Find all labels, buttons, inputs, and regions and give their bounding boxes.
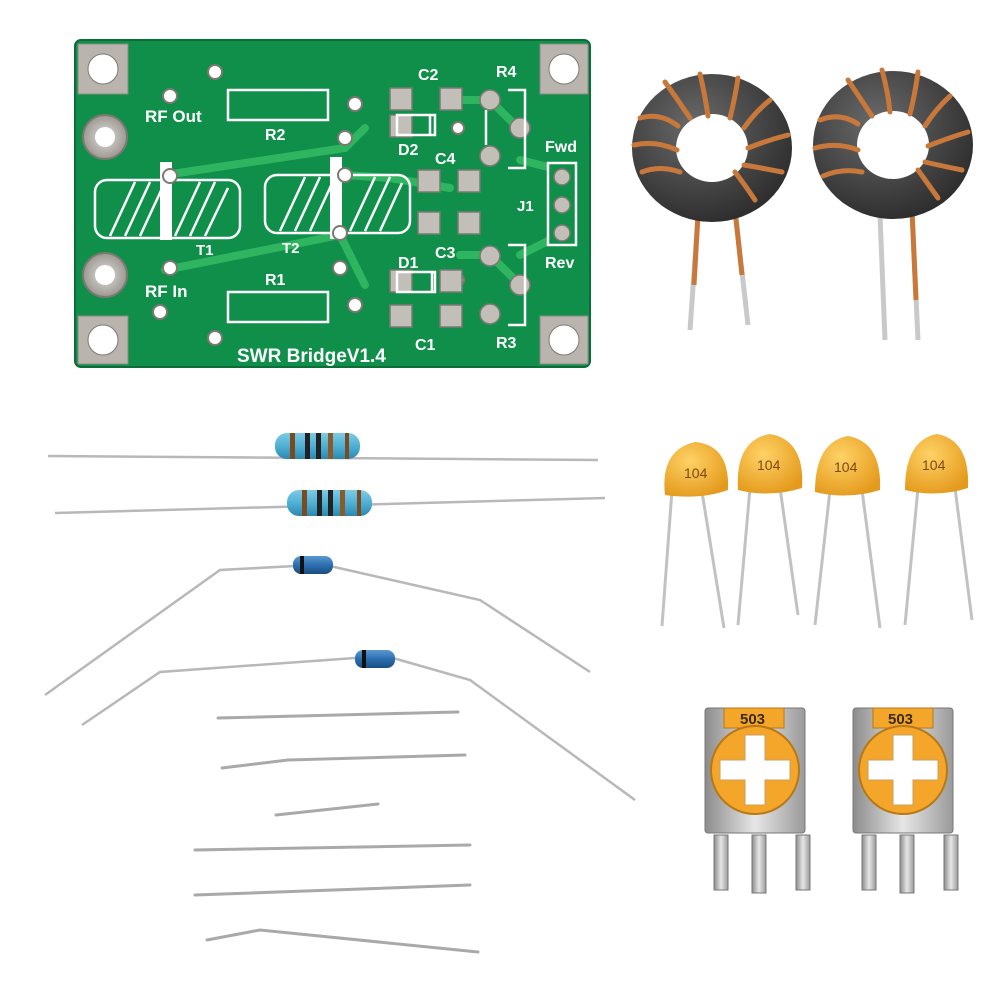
label-c2: C2 (418, 67, 439, 84)
trimmer-code: 503 (888, 711, 913, 728)
capacitor-1: 104 (660, 442, 729, 629)
diode-1 (44, 556, 591, 697)
r1-outline (226, 290, 330, 324)
capacitor-code: 104 (922, 457, 946, 473)
capacitor-3: 104 (813, 436, 882, 629)
label-c3: C3 (435, 245, 456, 262)
r2-outline (226, 88, 330, 122)
label-c4: C4 (435, 151, 456, 168)
pcb-title-version: V1.4 (347, 346, 387, 367)
label-r3: R3 (496, 335, 517, 352)
wire-link (193, 843, 472, 852)
capacitor-code: 104 (684, 465, 708, 481)
trimmer-1: 503 (704, 707, 811, 894)
pcb-title-name: SWR Bridge (237, 346, 347, 367)
label-c1: C1 (415, 337, 436, 354)
label-t2: T2 (282, 240, 300, 257)
wire-link (205, 928, 480, 954)
wire-link (274, 802, 380, 817)
label-r4: R4 (496, 64, 517, 81)
diode-2 (81, 650, 636, 802)
wire-link (220, 753, 467, 770)
wire-link (193, 883, 472, 897)
ceramic-capacitors: 104 104 104 104 (660, 434, 974, 629)
trimmer-2: 503 (852, 707, 959, 894)
label-r2: R2 (265, 127, 286, 144)
capacitor-code: 104 (834, 459, 858, 475)
silk-outlines (395, 88, 527, 327)
capacitor-4: 104 (903, 434, 974, 626)
wire-links (193, 710, 480, 954)
label-rf-out: RF Out (145, 107, 202, 126)
pcb-title: SWR BridgeV1.4 (237, 346, 386, 367)
label-t1: T1 (196, 242, 214, 259)
mounting-pads (77, 43, 589, 365)
toroid-1 (631, 71, 792, 331)
resistor-1 (47, 433, 599, 462)
label-d2: D2 (398, 142, 419, 159)
label-fwd: Fwd (545, 139, 577, 156)
capacitor-code: 104 (757, 457, 781, 473)
label-rev: Rev (545, 255, 574, 272)
label-rf-in: RF In (145, 282, 188, 301)
resistor-2 (54, 490, 606, 516)
label-j1: J1 (517, 198, 534, 215)
label-r1: R1 (265, 272, 286, 289)
rf-connector-pads (82, 114, 128, 298)
capacitor-2: 104 (736, 434, 803, 626)
toroid-2 (812, 67, 973, 341)
wire-link (216, 710, 460, 720)
label-d1: D1 (398, 255, 419, 272)
swr-bridge-pcb: RF Out RF In R2 R1 T1 T2 C2 R4 D2 C4 C3 … (74, 39, 591, 368)
trimmer-code: 503 (740, 711, 765, 728)
